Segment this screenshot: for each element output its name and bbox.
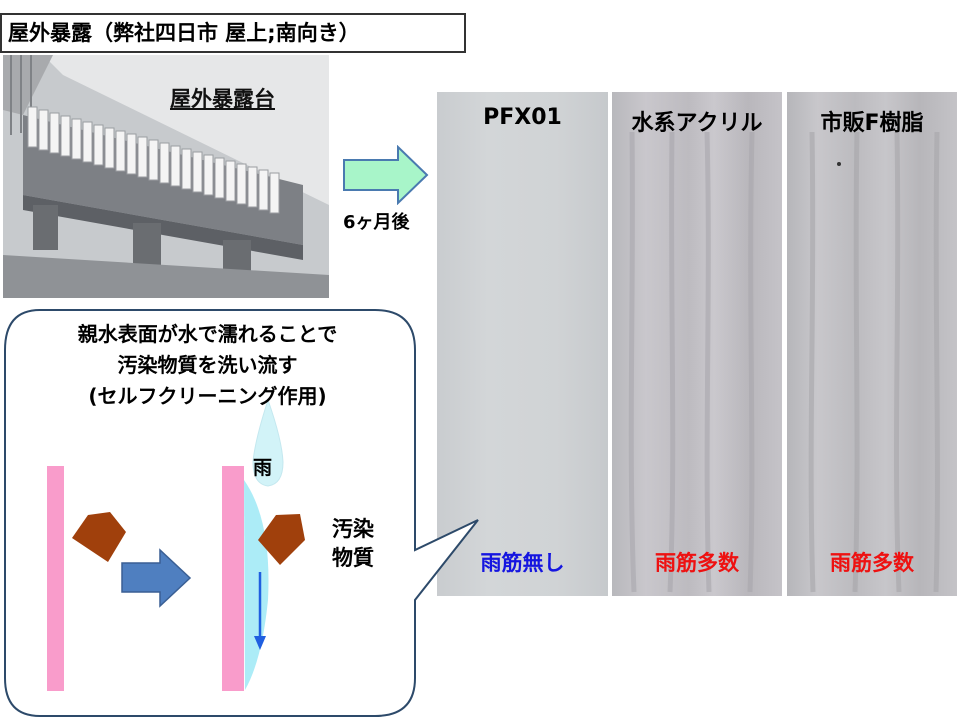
slide-title: 屋外暴露（弊社四日市 屋上;南向き） [0,13,466,53]
callout-text-line-3: (セルフクリーニング作用) [88,384,327,408]
callout-text-line-1: 親水表面が水で濡れることで [77,322,338,346]
panel-result: 雨筋無し [480,551,565,575]
panel-title: 水系アクリル [631,111,763,136]
pollutant-label-line-2: 物質 [332,546,374,570]
panel-result: 雨筋多数 [830,551,914,575]
arrow-right-icon [121,548,192,608]
photo-label: 屋外暴露台 [170,87,275,111]
rain-streaks [628,131,755,593]
arrow-down-icon [254,636,266,650]
pollutant-after [258,514,305,565]
self-cleaning-callout [4,309,479,717]
sample-panel-acrylic: 水系アクリル 雨筋多数 [612,92,782,596]
panel-result: 雨筋多数 [655,551,739,575]
panel-title: 市販F樹脂 [820,111,924,136]
rain-streaks [808,131,940,593]
pollutant-before [72,512,126,562]
pollutant-label-line-1: 汚染 [332,517,374,541]
sample-panel-pfx01: PFX01 雨筋無し [437,92,608,596]
wall-before [47,466,64,691]
panel-title: PFX01 [483,105,562,130]
callout-text-line-2: 汚染物質を洗い流す [117,353,298,377]
sample-panel-fluororesin: 市販F樹脂 雨筋多数 [787,92,957,596]
arrow-right-icon [343,145,429,205]
rain-label: 雨 [253,457,273,479]
raindrop-icon [252,398,284,487]
wall-after [222,466,244,691]
exposure-rack-illustration [3,55,329,298]
outdoor-exposure-photo [3,55,329,298]
elapsed-time-label: 6ヶ月後 [343,212,410,233]
